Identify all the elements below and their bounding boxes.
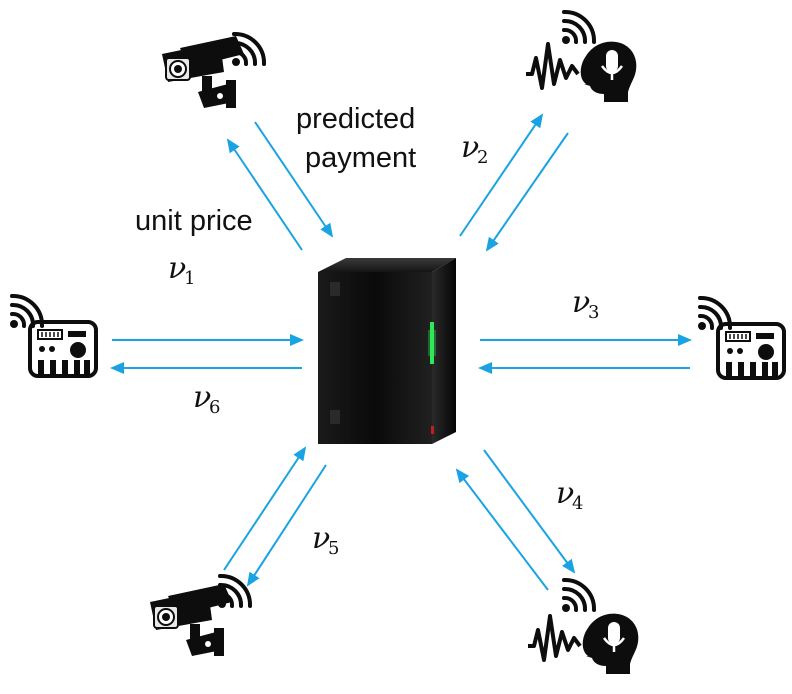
svg-text:1: 1 [184, 268, 195, 289]
svg-text:ν: ν [168, 251, 186, 286]
svg-text:3: 3 [588, 302, 599, 323]
svg-text:ν: ν [461, 130, 479, 165]
unit-price-label: unit price [135, 205, 253, 237]
svg-text:ν: ν [312, 521, 330, 556]
var-label-6: ν 6 [193, 380, 220, 418]
svg-text:ν: ν [193, 380, 211, 415]
arrow-server-to-camera-bottom [246, 464, 327, 587]
arrows [110, 113, 692, 591]
var-label-2: ν 2 [461, 130, 488, 168]
arrow-server-to-voice-top [459, 113, 544, 237]
voice-assistant-icon [526, 611, 641, 676]
arrow-camera-top-to-server [254, 121, 334, 238]
wifi-icon [560, 9, 597, 46]
predicted-payment-label-line1: predicted [296, 103, 415, 135]
var-label-5: ν 5 [312, 521, 339, 559]
svg-text:ν: ν [572, 285, 590, 320]
smart-meter-icon [716, 322, 786, 380]
arrow-server-to-voice-bottom [483, 449, 576, 574]
arrow-server-to-camera-top [226, 138, 303, 251]
arrow-voice-bottom-to-server [455, 468, 549, 591]
security-camera-icon [161, 35, 245, 109]
var-label-1: ν 1 [168, 251, 195, 289]
svg-text:ν: ν [556, 476, 574, 511]
svg-text:6: 6 [209, 397, 220, 418]
arrow-camera-bottom-to-server [223, 446, 307, 571]
voice-assistant-icon [524, 39, 639, 104]
svg-text:4: 4 [572, 493, 583, 514]
server-icon [318, 258, 456, 444]
smart-meter-icon [28, 320, 98, 378]
predicted-payment-label-line2: payment [305, 142, 416, 174]
arrow-voice-top-to-server [485, 132, 569, 252]
var-label-4: ν 4 [556, 476, 583, 514]
svg-text:5: 5 [328, 538, 339, 559]
wifi-icon [560, 577, 597, 614]
var-label-3: ν 3 [572, 285, 599, 323]
svg-text:2: 2 [477, 147, 488, 168]
